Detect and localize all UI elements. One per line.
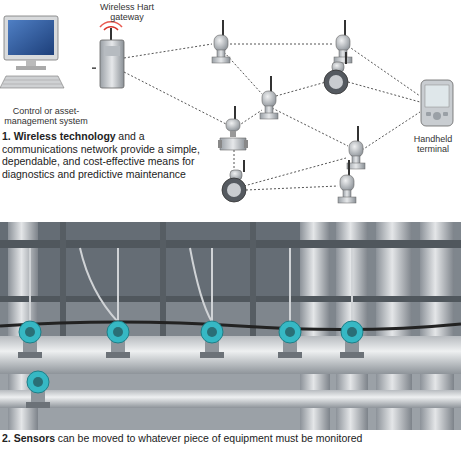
cable-connector xyxy=(92,67,96,69)
device-label: Wireless Hart gateway xyxy=(96,2,158,22)
computer-node: Control or asset-management system xyxy=(0,12,92,126)
caption-text: can be moved to whatever piece of equipm… xyxy=(58,432,363,444)
device-label: Handheld terminal xyxy=(406,134,460,154)
figure-caption: 1. Wireless technologyand a communicatio… xyxy=(2,130,214,180)
handheld-node: Handheld terminal xyxy=(406,78,460,154)
caption-lead: 2. Sensors xyxy=(2,432,55,444)
gateway-node: Wireless Hart gateway xyxy=(96,2,158,90)
figure-caption: 2. Sensorscan be moved to whatever piece… xyxy=(2,432,457,445)
installation-photo xyxy=(0,222,461,430)
caption-lead: 1. Wireless technology xyxy=(2,130,116,142)
device-label: Control or asset-management system xyxy=(0,106,92,126)
